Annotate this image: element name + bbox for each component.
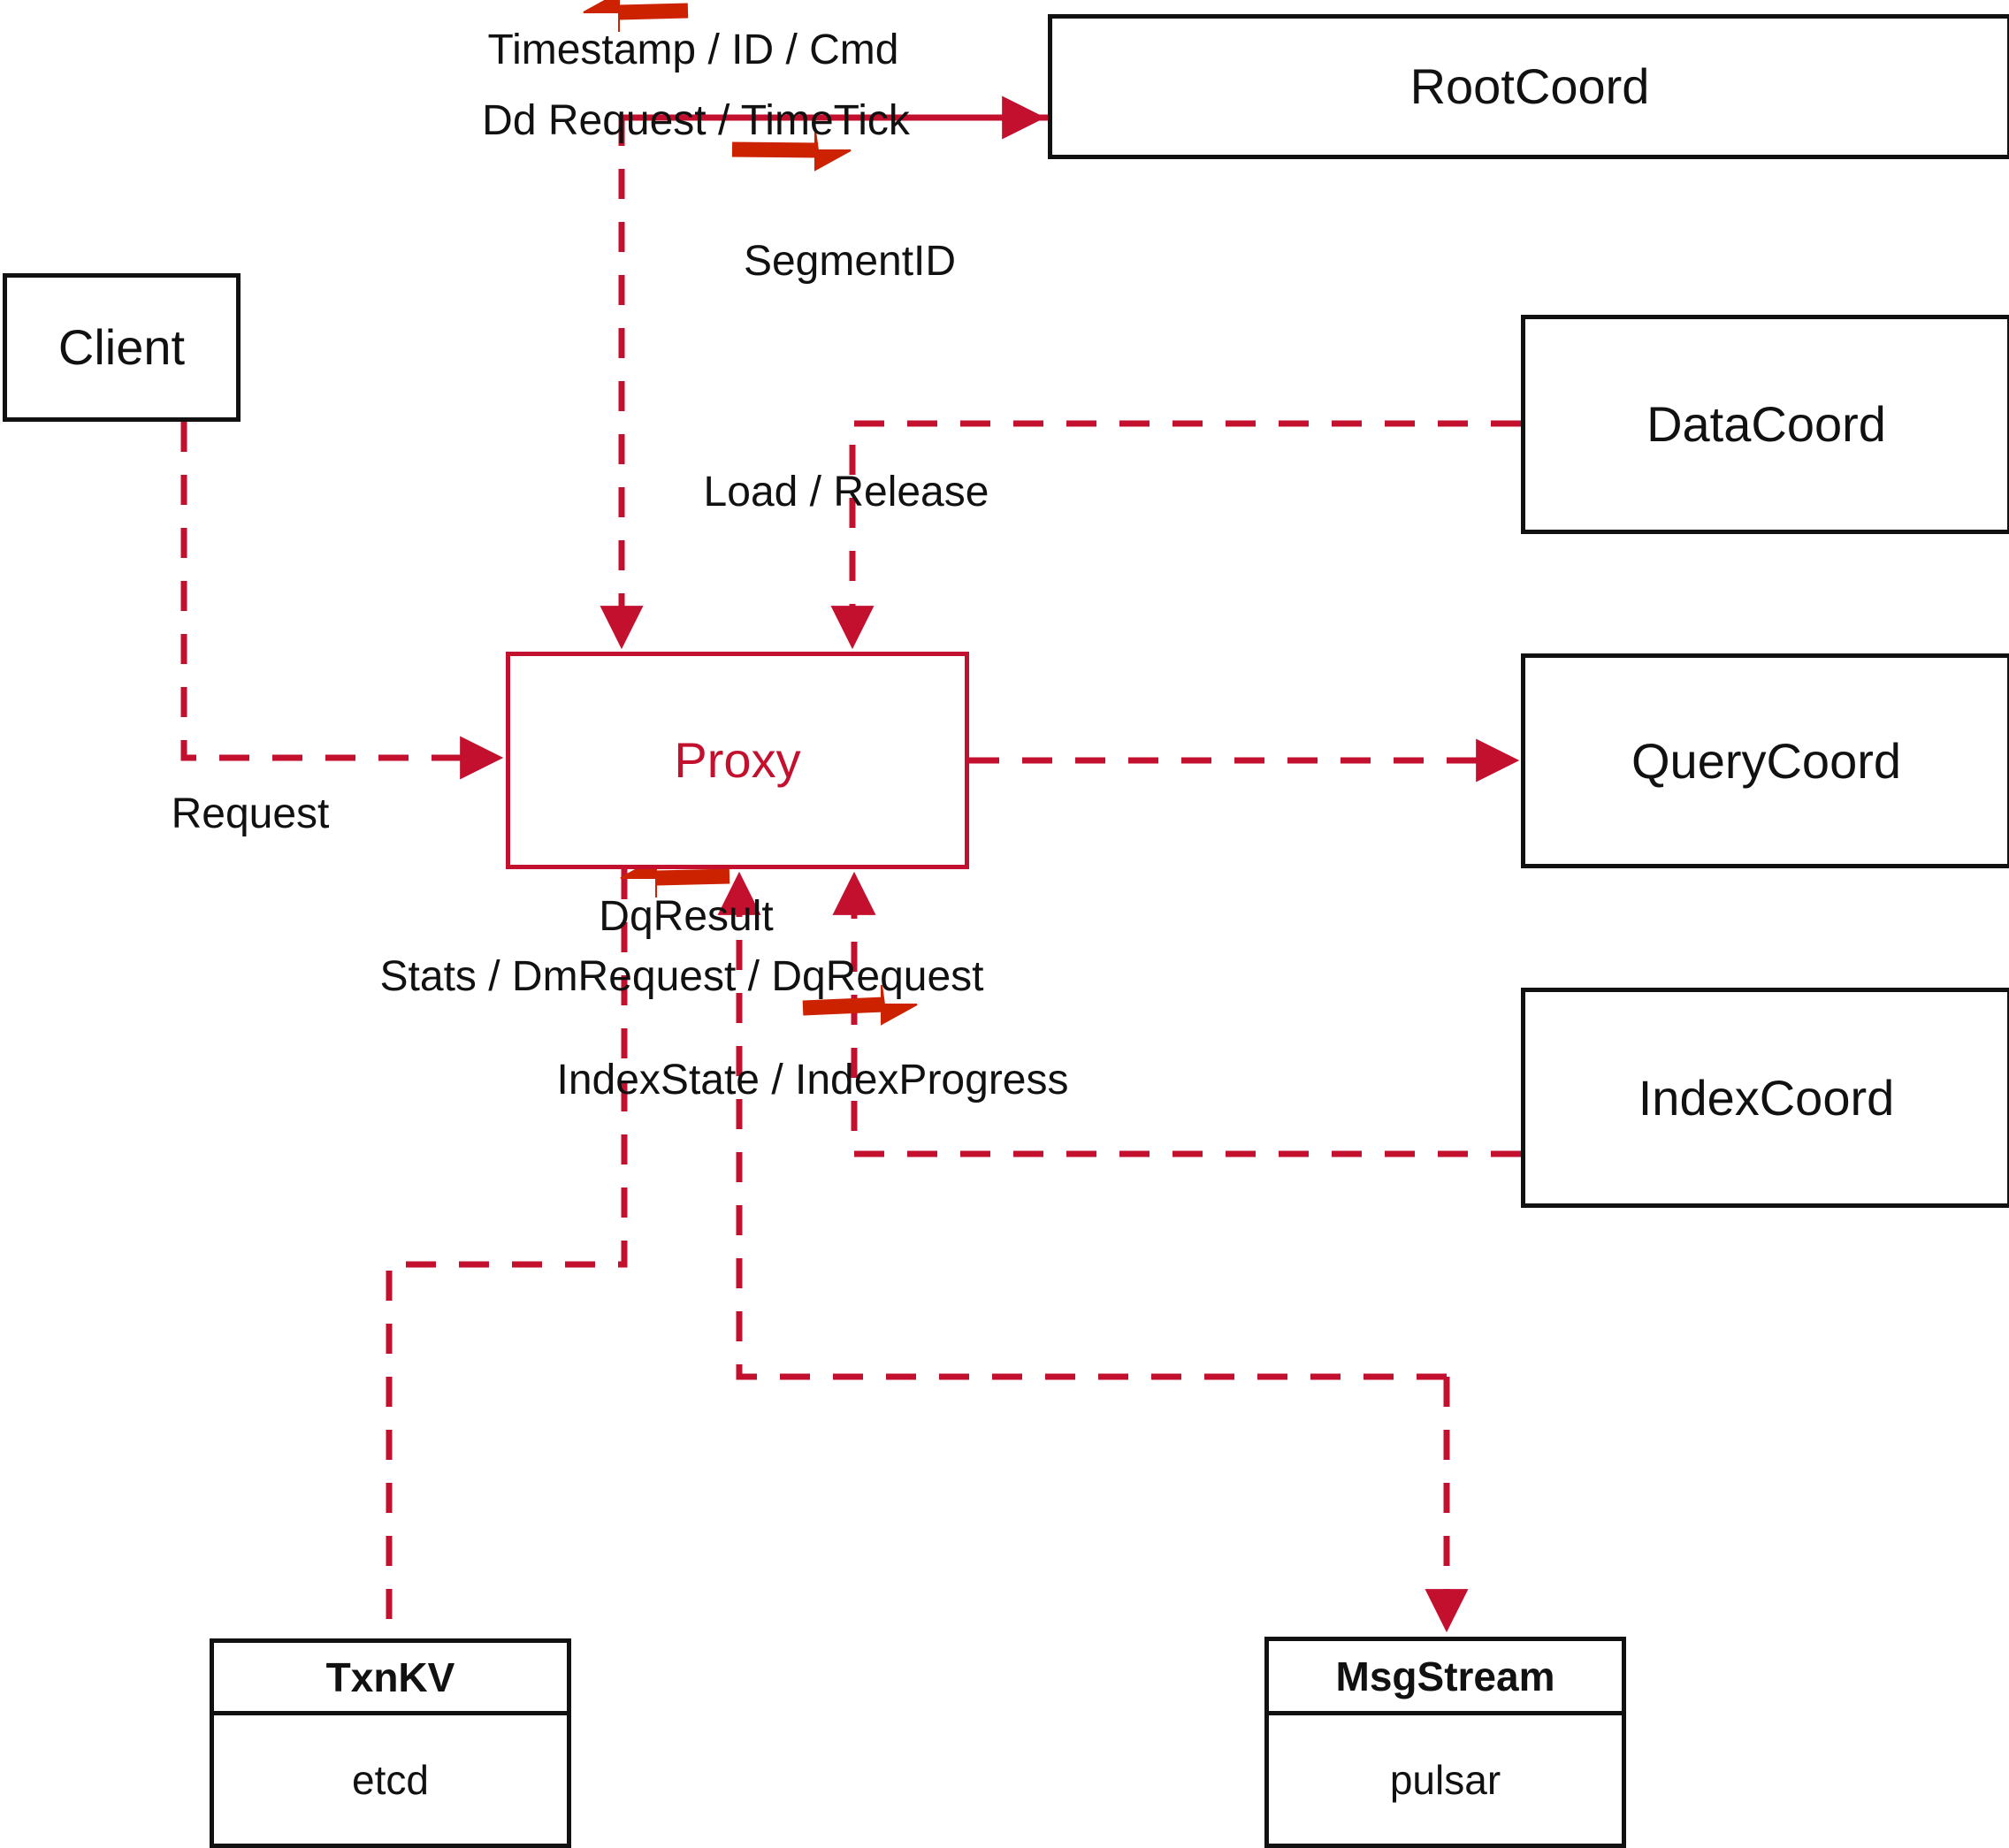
node-client[interactable]: Client (3, 273, 241, 422)
edge-label-dqresult: DqResult (599, 893, 774, 940)
edge-label-timestamp-id-cmd: Timestamp / ID / Cmd (487, 27, 899, 73)
node-client-label: Client (57, 319, 186, 375)
node-msgstream[interactable]: MsgStream pulsar (1264, 1637, 1626, 1848)
node-querycoord[interactable]: QueryCoord (1521, 653, 2009, 868)
node-proxy[interactable]: Proxy (506, 652, 969, 869)
node-proxy-label: Proxy (674, 732, 801, 788)
edge-client-to-proxy (180, 422, 504, 780)
edge-label-load-release: Load / Release (703, 469, 989, 515)
outbound-arrow-rootcoord-icon (731, 130, 852, 172)
inbound-arrow-rootcoord-icon (583, 0, 689, 32)
edge-proxy-to-txnkv (386, 869, 628, 1638)
node-msgstream-impl: pulsar (1389, 1756, 1501, 1803)
edge-indexcoord-to-proxy (832, 871, 1521, 1157)
edge-label-request: Request (171, 790, 330, 837)
edge-label-indexstate-indexprogress: IndexState / IndexProgress (556, 1057, 1069, 1103)
edge-label-segmentid: SegmentID (743, 238, 957, 285)
node-rootcoord-label: RootCoord (1409, 58, 1650, 114)
node-indexcoord[interactable]: IndexCoord (1521, 988, 2009, 1208)
node-txnkv-title: TxnKV (214, 1643, 567, 1715)
node-rootcoord[interactable]: RootCoord (1048, 14, 2009, 159)
edge-msgstream-to-proxy (717, 871, 1447, 1380)
edge-datacoord-to-proxy (830, 420, 1521, 650)
node-indexcoord-label: IndexCoord (1638, 1069, 1895, 1126)
node-txnkv[interactable]: TxnKV etcd (210, 1638, 571, 1848)
outbound-arrow-msgstream-icon (802, 984, 918, 1026)
node-txnkv-impl: etcd (352, 1756, 429, 1803)
node-datacoord-label: DataCoord (1646, 396, 1886, 452)
edge-label-dd-request-timetick: Dd Request / TimeTick (482, 97, 910, 144)
edge-label-stats-dmrequest-dqrequest: Stats / DmRequest / DqRequest (379, 953, 984, 1000)
node-msgstream-title: MsgStream (1269, 1641, 1622, 1715)
edge-rootcoord-to-proxy (600, 114, 1048, 650)
node-querycoord-label: QueryCoord (1631, 732, 1902, 789)
node-datacoord[interactable]: DataCoord (1521, 315, 2009, 534)
